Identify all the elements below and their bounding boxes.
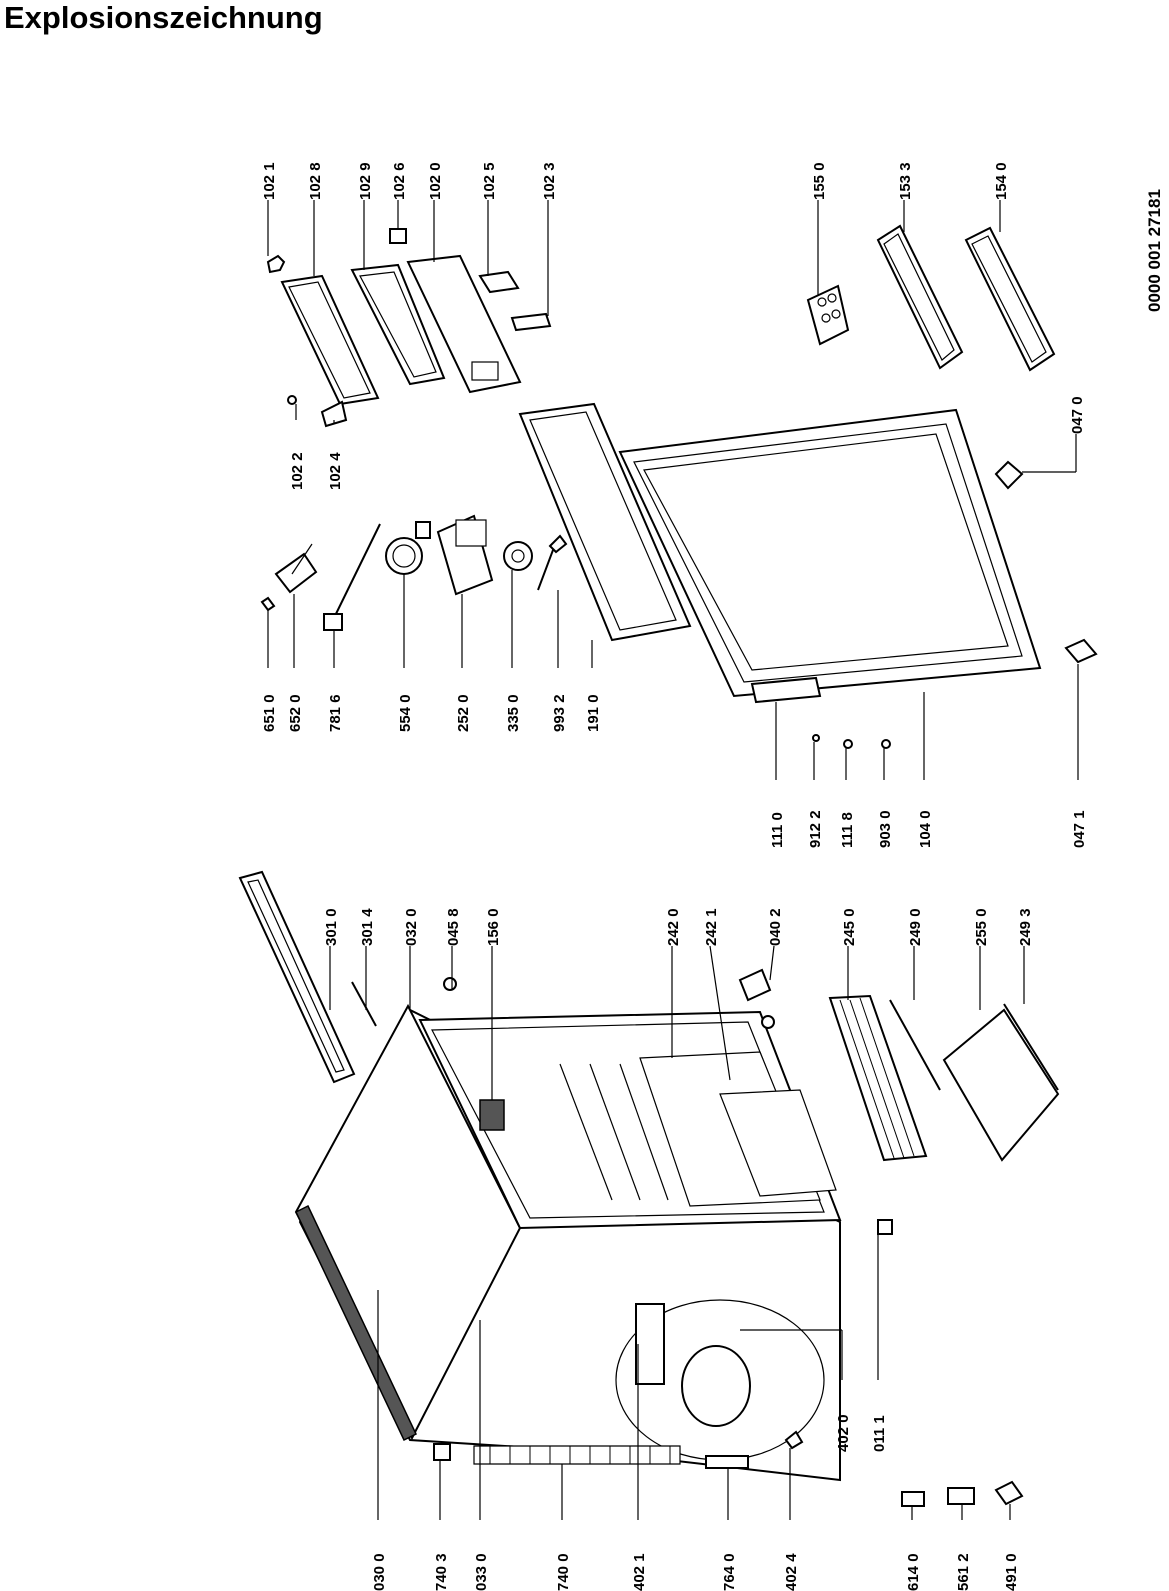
part-label: 245 0 [841, 908, 858, 946]
part-label: 252 0 [455, 694, 472, 732]
leader-lines [267, 200, 1079, 1520]
part-label: 255 0 [973, 908, 990, 946]
part-label: 614 0 [905, 1553, 922, 1591]
part-label: 191 0 [585, 694, 602, 732]
part-label: 111 0 [769, 812, 786, 848]
part-label: 102 3 [541, 162, 558, 200]
part-label: 652 0 [287, 694, 304, 732]
page-title: Explosionszeichnung [4, 0, 323, 35]
part-label: 102 2 [289, 452, 306, 490]
part-label: 045 8 [445, 908, 462, 946]
part-label: 047 1 [1071, 810, 1088, 848]
part-label: 993 2 [551, 694, 568, 732]
part-label: 102 8 [307, 162, 324, 200]
part-label: 102 4 [327, 452, 344, 490]
control-parts-group [260, 514, 568, 631]
part-label: 651 0 [261, 694, 278, 732]
part-label: 047 0 [1069, 396, 1086, 434]
part-label: 740 3 [433, 1553, 450, 1591]
part-label: 154 0 [993, 162, 1010, 200]
part-label: 554 0 [397, 694, 414, 732]
part-label: 912 2 [807, 810, 824, 848]
part-label: 249 3 [1017, 908, 1034, 946]
document-number: 0000 001 27181 [1145, 189, 1164, 312]
part-label: 740 0 [555, 1553, 572, 1591]
part-label: 402 0 [835, 1414, 852, 1452]
part-label: 491 0 [1003, 1553, 1020, 1591]
part-label: 242 0 [665, 908, 682, 946]
part-label: 030 0 [371, 1553, 388, 1591]
door-fittings-group [266, 224, 1056, 490]
part-label: 764 0 [721, 1553, 738, 1591]
part-label: 040 2 [767, 908, 784, 946]
part-label: 242 1 [703, 908, 720, 946]
part-label: 402 4 [783, 1553, 800, 1591]
part-label: 032 0 [403, 908, 420, 946]
door-group [518, 402, 1098, 749]
part-label: 335 0 [505, 694, 522, 732]
part-label: 102 5 [481, 162, 498, 200]
part-label: 153 3 [897, 162, 914, 200]
part-label: 402 1 [631, 1553, 648, 1591]
part-label: 102 9 [357, 162, 374, 200]
part-label: 011 1 [871, 1415, 888, 1452]
cabinet-group [238, 870, 1060, 1507]
part-label: 102 6 [391, 162, 408, 200]
part-number-labels: 102 1 102 8 102 9 102 6 102 0 102 5 102 3 155 0… [261, 162, 1088, 1591]
part-label: 155 0 [811, 162, 828, 200]
part-label: 249 0 [907, 908, 924, 946]
part-label: 033 0 [473, 1553, 490, 1591]
part-label: 104 0 [917, 810, 934, 848]
part-label: 903 0 [877, 810, 894, 848]
part-label: 156 0 [485, 908, 502, 946]
part-label: 781 6 [327, 694, 344, 732]
part-label: 102 1 [261, 162, 278, 200]
part-label: 111 8 [839, 812, 856, 848]
part-label: 102 0 [427, 162, 444, 200]
part-label: 561 2 [955, 1553, 972, 1591]
part-label: 301 0 [323, 908, 340, 946]
part-label: 301 4 [359, 908, 376, 946]
